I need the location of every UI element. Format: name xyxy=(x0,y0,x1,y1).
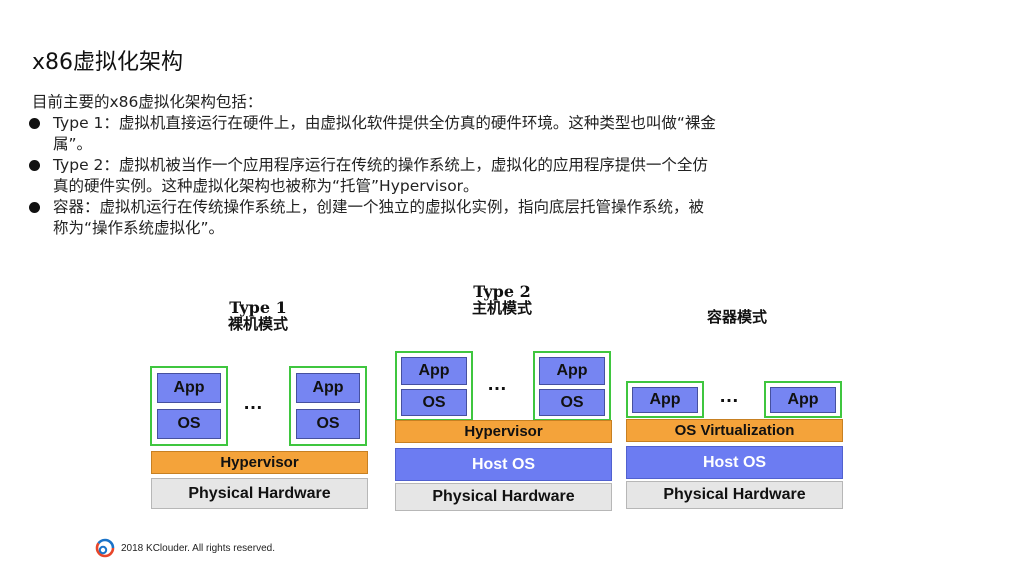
bullet-dot-icon xyxy=(29,202,40,213)
bullet-type2: Type 2：虚拟机被当作一个应用程序运行在传统的操作系统上，虚拟化的应用程序提… xyxy=(26,155,716,197)
app-box: App xyxy=(770,387,836,413)
type1-label: Type 1 裸机模式 xyxy=(199,299,317,333)
bullet-type1: Type 1：虚拟机直接运行在硬件上，由虚拟化软件提供全仿真的硬件环境。这种类型… xyxy=(26,113,716,155)
app-box: App xyxy=(539,357,605,385)
container-title: 容器模式 xyxy=(706,308,767,326)
app-box: App xyxy=(296,373,360,403)
bullet-text: Type 1：虚拟机直接运行在硬件上，由虚拟化软件提供全仿真的硬件环境。这种类型… xyxy=(53,114,716,153)
hypervisor-layer: Hypervisor xyxy=(395,420,612,443)
copyright-text: 2018 KClouder. All rights reserved. xyxy=(121,542,275,554)
footer: 2018 KClouder. All rights reserved. xyxy=(94,537,275,559)
bullet-dot-icon xyxy=(29,118,40,129)
bullet-list: Type 1：虚拟机直接运行在硬件上，由虚拟化软件提供全仿真的硬件环境。这种类型… xyxy=(26,113,716,239)
type2-title: Type 2 xyxy=(473,282,531,301)
hardware-layer: Physical Hardware xyxy=(151,478,368,509)
kclouder-logo-icon xyxy=(95,538,115,558)
type1-title: Type 1 xyxy=(229,298,287,317)
vm-frame-1 xyxy=(150,366,228,446)
ellipsis: … xyxy=(243,392,266,414)
os-virtualization-layer: OS Virtualization xyxy=(626,419,843,442)
bullet-text: Type 2：虚拟机被当作一个应用程序运行在传统的操作系统上，虚拟化的应用程序提… xyxy=(53,156,708,195)
type2-subtitle: 主机模式 xyxy=(471,299,532,317)
intro-text: 目前主要的x86虚拟化架构包括： xyxy=(32,93,263,111)
os-box: OS xyxy=(539,389,605,416)
bullet-text: 容器：虚拟机运行在传统操作系统上，创建一个独立的虚拟化实例，指向底层托管操作系统… xyxy=(53,198,705,237)
hardware-layer: Physical Hardware xyxy=(626,481,843,509)
ellipsis: … xyxy=(719,385,742,407)
bullet-dot-icon xyxy=(29,160,40,171)
page-title: x86虚拟化架构 xyxy=(32,50,184,75)
app-box: App xyxy=(401,357,467,385)
bullet-container: 容器：虚拟机运行在传统操作系统上，创建一个独立的虚拟化实例，指向底层托管操作系统… xyxy=(26,197,716,239)
app-box: App xyxy=(632,387,698,413)
host-os-layer: Host OS xyxy=(395,448,612,481)
hypervisor-layer: Hypervisor xyxy=(151,451,368,474)
hardware-layer: Physical Hardware xyxy=(395,483,612,511)
app-frame-2 xyxy=(764,381,842,418)
ellipsis: … xyxy=(487,373,510,395)
app-frame-1 xyxy=(626,381,704,418)
type2-label: Type 2 主机模式 xyxy=(443,283,561,317)
type1-subtitle: 裸机模式 xyxy=(227,315,288,333)
host-os-layer: Host OS xyxy=(626,446,843,479)
os-box: OS xyxy=(157,409,221,439)
os-box: OS xyxy=(296,409,360,439)
os-box: OS xyxy=(401,389,467,416)
vm-frame-2 xyxy=(289,366,367,446)
app-box: App xyxy=(157,373,221,403)
